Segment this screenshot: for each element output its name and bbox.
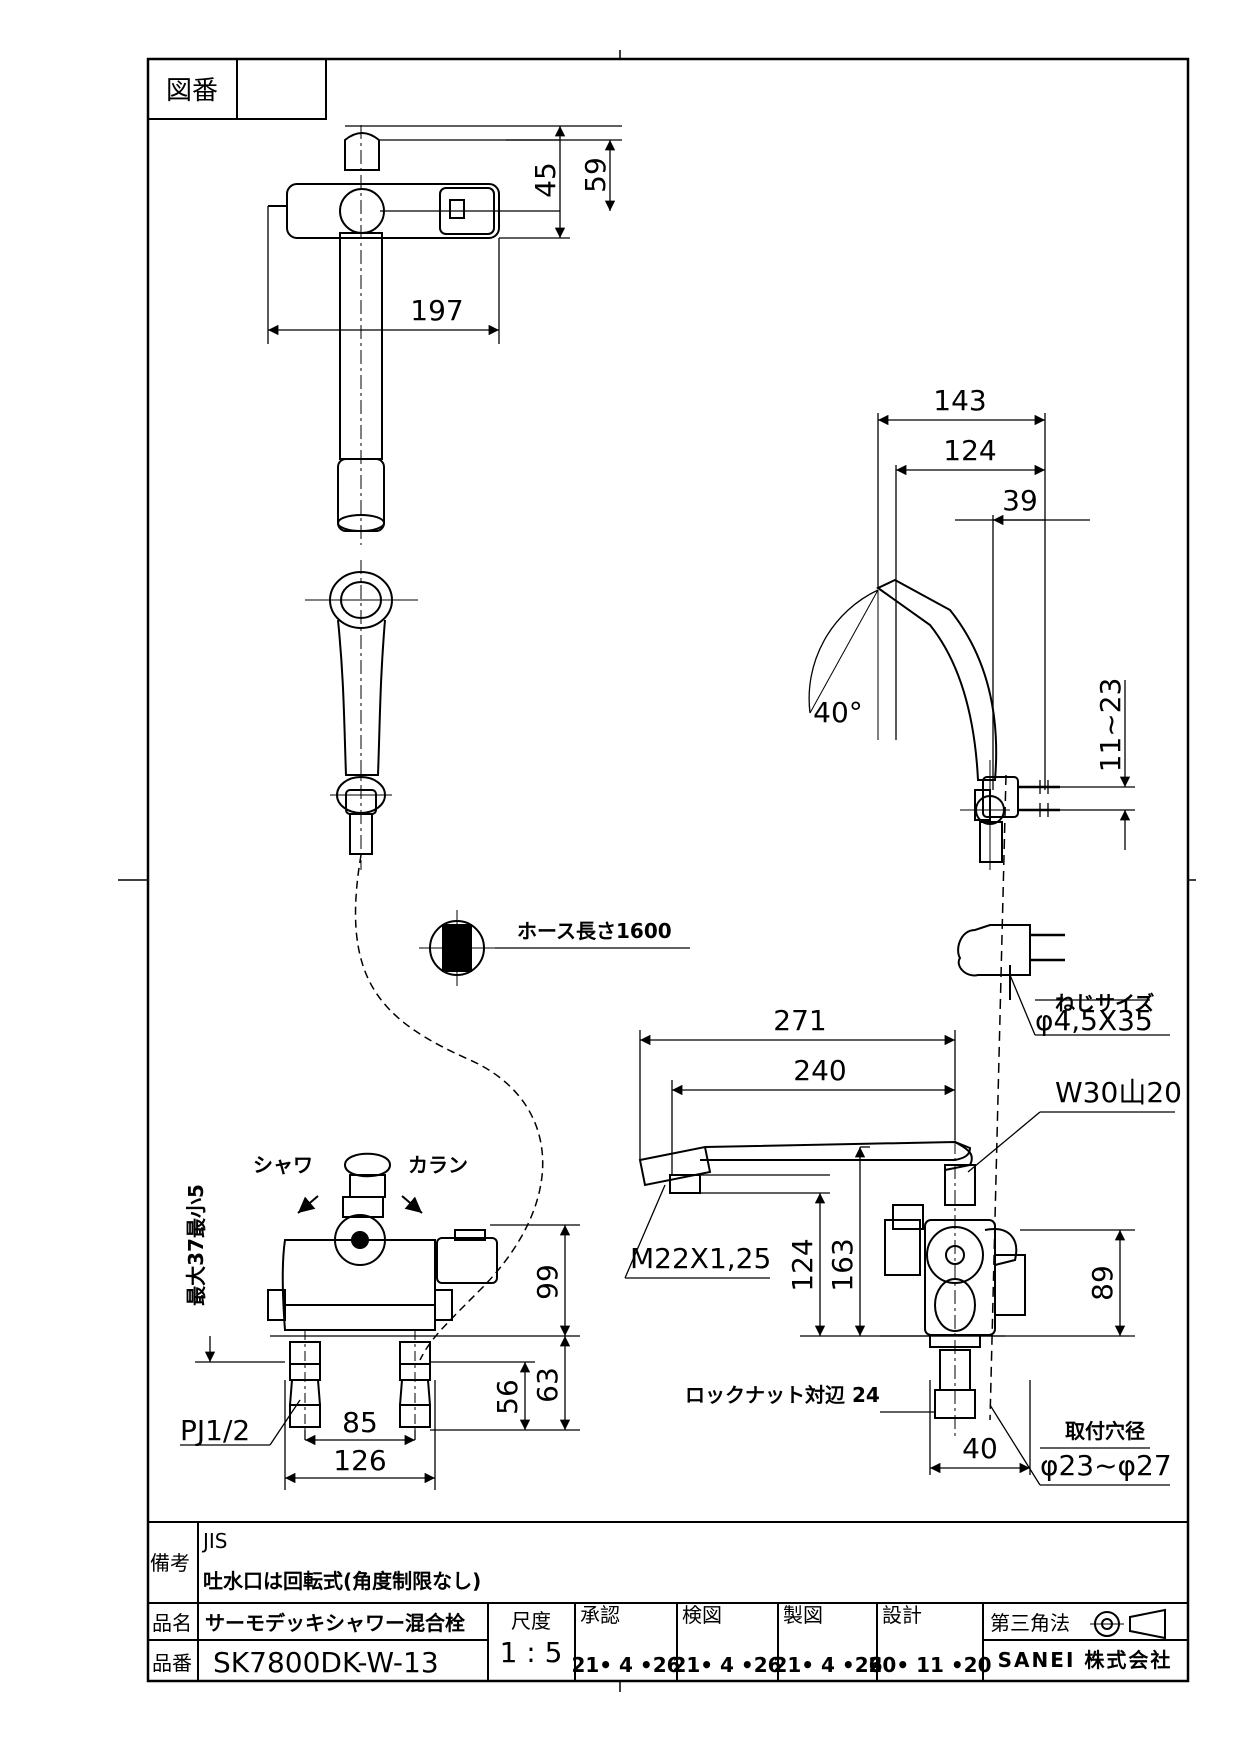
label-pj: PJ1/2 — [180, 1414, 250, 1447]
projection-label: 第三角法 — [990, 1611, 1070, 1635]
dim-124-side: 124 — [786, 1238, 819, 1291]
label-screw-size-title: ねじサイズ — [1055, 991, 1154, 1015]
product-name-label: 品名 — [152, 1611, 192, 1635]
third-angle-projection-icon — [1090, 1608, 1166, 1640]
drawn-date: 21• 4 •26 — [773, 1653, 882, 1677]
dim-40deg: 40° — [813, 696, 863, 729]
dim-89: 89 — [1086, 1265, 1119, 1301]
dim-85: 85 — [342, 1406, 378, 1439]
shower-holder-side — [876, 578, 1060, 870]
label-max-min: 最大37最小5 — [184, 1184, 208, 1306]
hand-shower — [305, 560, 418, 870]
company-name: SANEI 株式会社 — [998, 1648, 1173, 1672]
scale-value: 1 : 5 — [500, 1636, 563, 1669]
dim-163: 163 — [826, 1238, 859, 1291]
title-block — [148, 1603, 1188, 1681]
dim-11-23: 11~23 — [1094, 678, 1127, 773]
dim-63: 63 — [531, 1367, 564, 1403]
mounting-plate — [957, 774, 1170, 1421]
dim-143: 143 — [933, 384, 986, 417]
product-no-label: 品番 — [152, 1651, 192, 1675]
label-hose-length: ホース長さ1600 — [517, 919, 672, 943]
hose — [354, 854, 544, 1361]
product-name: サーモデッキシャワー混合栓 — [205, 1611, 465, 1635]
notes-line1: JIS — [201, 1529, 228, 1553]
dim-holder — [808, 413, 1135, 850]
label-shower: シャワ — [253, 1153, 313, 1177]
dim-99: 99 — [531, 1264, 564, 1300]
front-view-faucet — [267, 1152, 498, 1440]
notes-label: 備考 — [150, 1551, 190, 1575]
checked-label: 検図 — [682, 1603, 722, 1627]
hose-section — [419, 910, 690, 986]
sheet-border — [146, 57, 1190, 1683]
scale-label: 尺度 — [511, 1609, 551, 1633]
dim-45: 45 — [529, 162, 562, 198]
dim-side — [624, 1030, 1175, 1486]
figure-number-label: 図番 — [166, 76, 218, 106]
dim-240: 240 — [793, 1054, 846, 1087]
dim-top — [267, 125, 622, 344]
dim-40: 40 — [962, 1432, 998, 1465]
label-w-thread: W30山20 — [1055, 1076, 1182, 1109]
figure-number-box: 図番 — [147, 58, 327, 120]
design-date: 20• 11 •20 — [869, 1653, 992, 1677]
dim-124-top: 124 — [943, 434, 996, 467]
label-mount-hole-title: 取付穴径 — [1065, 1419, 1145, 1443]
dim-front — [180, 1224, 580, 1490]
label-screw-size-value: φ4,5X35 — [1035, 1004, 1153, 1037]
center-marks — [118, 50, 1196, 1692]
dim-56: 56 — [491, 1379, 524, 1415]
dim-271: 271 — [773, 1004, 826, 1037]
checked-date: 21• 4 •26 — [672, 1653, 781, 1677]
top-view-faucet — [268, 125, 500, 545]
design-label: 設計 — [882, 1603, 922, 1627]
label-m22: M22X1,25 — [630, 1242, 771, 1275]
approved-label: 承認 — [580, 1603, 620, 1627]
notes-block — [148, 1521, 1188, 1681]
dim-126: 126 — [333, 1444, 386, 1477]
approved-date: 21• 4 •26 — [571, 1653, 680, 1677]
label-mount-hole-value: φ23~φ27 — [1040, 1449, 1172, 1482]
side-view-faucet — [638, 1140, 1026, 1440]
label-faucet: カラン — [408, 1153, 468, 1177]
drawn-label: 製図 — [783, 1603, 823, 1627]
dim-197: 197 — [410, 294, 463, 327]
label-locknut: ロックナット対辺 24 — [685, 1383, 880, 1407]
dim-39: 39 — [1002, 484, 1038, 517]
notes-line2: 吐水口は回転式(角度制限なし) — [203, 1569, 481, 1593]
product-no: SK7800DK-W-13 — [213, 1646, 439, 1679]
dim-59: 59 — [579, 157, 612, 193]
